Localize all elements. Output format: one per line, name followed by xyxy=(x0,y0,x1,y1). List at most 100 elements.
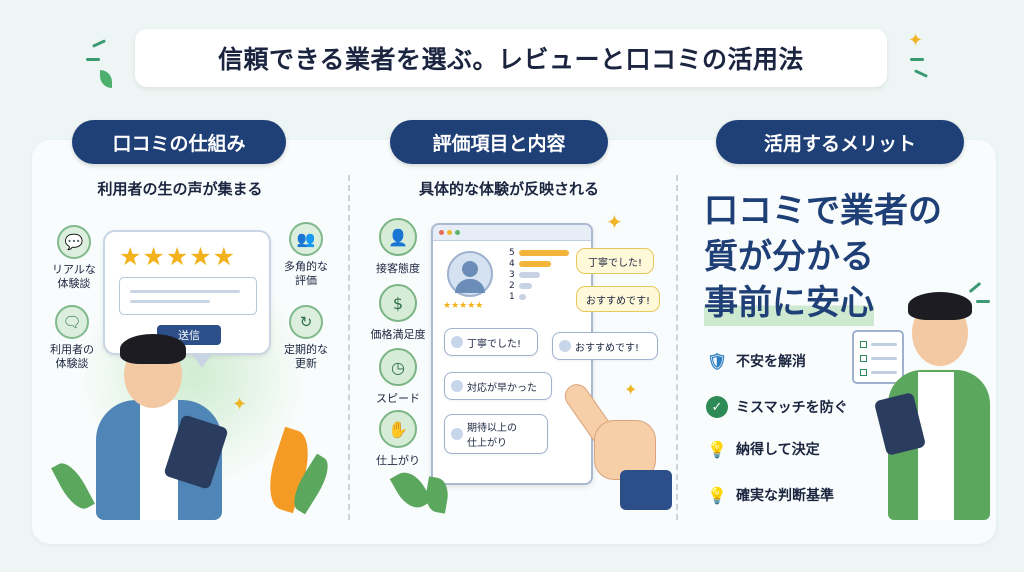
feature-label-line: 多角的な xyxy=(284,260,328,273)
eval-item-price: $ 価格満足度 xyxy=(358,284,438,342)
dash-decoration xyxy=(914,69,928,78)
feature-user-experience: 🗨 利用者の 体験談 xyxy=(40,305,104,371)
feature-real-experience: 💬 リアルな 体験談 xyxy=(44,225,104,291)
people-group-icon: 👥 xyxy=(289,222,323,256)
rating-level-label: 1 xyxy=(509,291,515,302)
user-review-icon: 🗨 xyxy=(55,305,89,339)
eval-label: 仕上がり xyxy=(376,454,420,467)
headline-line1: 口コミで業者の xyxy=(704,191,942,231)
headline-line3: 事前に安心 xyxy=(704,280,874,326)
comment-text: おすすめです! xyxy=(575,342,640,354)
clock-icon: ◷ xyxy=(379,348,417,386)
chat-bubble-icon: 💬 xyxy=(57,225,91,259)
merit-label: ミスマッチを防ぐ xyxy=(736,400,848,416)
person-hair xyxy=(120,334,186,364)
page-title-text: 信頼できる業者を選ぶ。レビューと口コミの活用法 xyxy=(217,45,804,74)
window-dot xyxy=(447,230,452,235)
rating-bar xyxy=(518,282,532,289)
text-line xyxy=(130,300,210,303)
card-pointer xyxy=(192,354,212,368)
rating-bar xyxy=(518,293,526,300)
sparkle-icon: ✦ xyxy=(908,30,924,51)
merit-label: 確実な判断基準 xyxy=(736,488,834,504)
rating-bar xyxy=(518,271,540,278)
merit-item: ✓ ミスマッチを防ぐ xyxy=(706,396,848,418)
page-title: 信頼できる業者を選ぶ。レビューと口コミの活用法 xyxy=(135,29,887,87)
browser-titlebar xyxy=(433,225,591,241)
window-dot xyxy=(439,230,444,235)
eval-item-speed: ◷ スピード xyxy=(358,348,438,406)
comment-bubble: おすすめです! xyxy=(552,332,658,360)
avatar xyxy=(447,251,493,297)
feature-label-line: 更新 xyxy=(295,357,317,370)
yellow-comment-bubble: 丁寧でした! xyxy=(576,248,654,274)
section-heading-text: 口コミの仕組み xyxy=(112,132,246,155)
mini-star-rating: ★★★★★ xyxy=(443,301,484,311)
feature-label-line: リアルな xyxy=(52,263,96,276)
refresh-icon: ↻ xyxy=(289,305,323,339)
shield-check-icon: 🛡 xyxy=(706,351,728,371)
rating-bar xyxy=(518,260,551,267)
section-divider xyxy=(676,175,678,520)
feature-label-line: 利用者の xyxy=(50,343,94,356)
comment-text: 仕上がり xyxy=(467,438,507,449)
merit-item: 💡 確実な判断基準 xyxy=(706,484,834,506)
checklist-line xyxy=(871,356,897,360)
checklist-line xyxy=(871,370,897,374)
headline-line2: 質が分かる xyxy=(704,237,874,277)
rating-row: 1 xyxy=(509,291,569,302)
window-dot xyxy=(455,230,460,235)
section-heading-text: 評価項目と内容 xyxy=(432,132,566,155)
section-heading-merits: 活用するメリット xyxy=(716,120,964,164)
sparkle-icon: ✦ xyxy=(606,210,623,234)
review-form-card: ★★★★★ 送信 xyxy=(103,230,271,355)
dash-decoration xyxy=(92,39,106,48)
lightbulb-icon: 💡 xyxy=(707,439,727,459)
rating-row: 5 xyxy=(509,247,569,258)
comment-text: 丁寧でした! xyxy=(467,338,522,350)
comment-bubble: 対応が早かった xyxy=(444,372,552,400)
user-icon xyxy=(559,340,571,352)
checklist-line xyxy=(871,342,897,346)
feature-label: 定期的な 更新 xyxy=(284,343,328,371)
checklist-icon xyxy=(852,330,904,384)
dash-decoration xyxy=(910,58,924,61)
checkbox-icon xyxy=(860,340,867,348)
dash-decoration xyxy=(86,58,100,61)
feature-regular-update: ↻ 定期的な 更新 xyxy=(276,305,336,371)
sparkle-icon: ✦ xyxy=(624,380,638,399)
user-icon xyxy=(451,336,463,348)
merit-label: 納得して決定 xyxy=(736,442,820,458)
eval-item-finish: ✋ 仕上がり xyxy=(358,410,438,468)
rating-bar xyxy=(518,249,569,256)
eval-label: 価格満足度 xyxy=(370,328,426,341)
leaf-icon xyxy=(100,70,112,88)
feature-label-line: 評価 xyxy=(295,274,317,287)
feature-label-line: 体験談 xyxy=(57,277,91,290)
merit-item: 💡 納得して決定 xyxy=(706,438,820,460)
check-circle-icon: ✓ xyxy=(706,396,728,418)
feature-label: 多角的な 評価 xyxy=(284,260,328,288)
section-heading-text: 活用するメリット xyxy=(763,132,916,155)
comment-text: 期待以上の xyxy=(467,423,517,434)
dash-decoration xyxy=(976,300,990,303)
checklist-row xyxy=(860,368,897,376)
comment-bubble: 期待以上の 仕上がり xyxy=(444,414,548,454)
section-subtitle: 具体的な体験が反映される xyxy=(418,180,599,198)
comment-text-block: 期待以上の 仕上がり xyxy=(467,419,517,449)
feature-multi-angle: 👥 多角的な 評価 xyxy=(276,222,336,288)
coin-icon: $ xyxy=(379,284,417,322)
eval-item-service: 👤 接客態度 xyxy=(358,218,438,276)
review-text-input[interactable] xyxy=(119,277,257,315)
rating-level-label: 5 xyxy=(509,247,515,258)
handshake-icon: ✋ xyxy=(379,410,417,448)
merit-label: 不安を解消 xyxy=(736,354,806,370)
yellow-comment-bubble: おすすめです! xyxy=(576,286,660,312)
person-icon: 👤 xyxy=(379,218,417,256)
avatar-body xyxy=(455,279,485,293)
feature-label-line: 体験談 xyxy=(55,357,89,370)
avatar-head xyxy=(462,261,478,277)
section-subtitle: 利用者の生の声が集まる xyxy=(97,180,263,198)
star-rating[interactable]: ★★★★★ xyxy=(119,242,237,271)
